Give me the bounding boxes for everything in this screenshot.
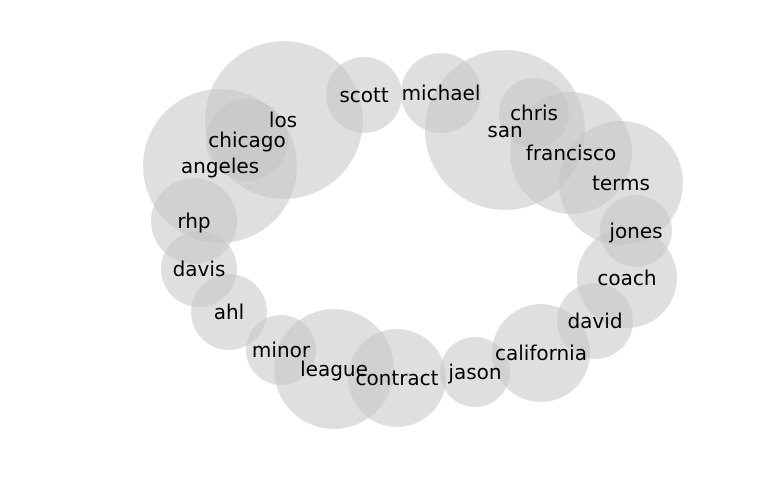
bubble-rhp — [151, 178, 237, 264]
label-ahl: ahl — [214, 300, 245, 324]
bubble-california — [492, 304, 590, 402]
bubble-scott — [326, 57, 402, 133]
label-michael: michael — [402, 81, 481, 105]
label-chris: chris — [510, 101, 558, 125]
label-minor: minor — [252, 338, 311, 362]
bubble-chicago — [206, 99, 288, 181]
label-contract: contract — [355, 366, 438, 390]
bubble-layer — [143, 41, 683, 429]
label-scott: scott — [339, 83, 388, 107]
label-league: league — [300, 357, 368, 381]
label-rhp: rhp — [177, 209, 210, 233]
label-los: los — [269, 108, 297, 132]
label-san: san — [487, 118, 522, 142]
label-california: california — [495, 341, 587, 365]
bubble-minor — [246, 315, 316, 385]
label-chicago: chicago — [208, 128, 285, 152]
label-jason: jason — [447, 360, 501, 384]
label-david: david — [567, 309, 622, 333]
label-jones: jones — [608, 219, 662, 243]
bubble-jason — [440, 337, 510, 407]
label-davis: davis — [173, 257, 226, 281]
label-terms: terms — [592, 171, 650, 195]
label-angeles: angeles — [181, 154, 259, 178]
label-coach: coach — [597, 266, 656, 290]
label-francisco: francisco — [526, 141, 616, 165]
